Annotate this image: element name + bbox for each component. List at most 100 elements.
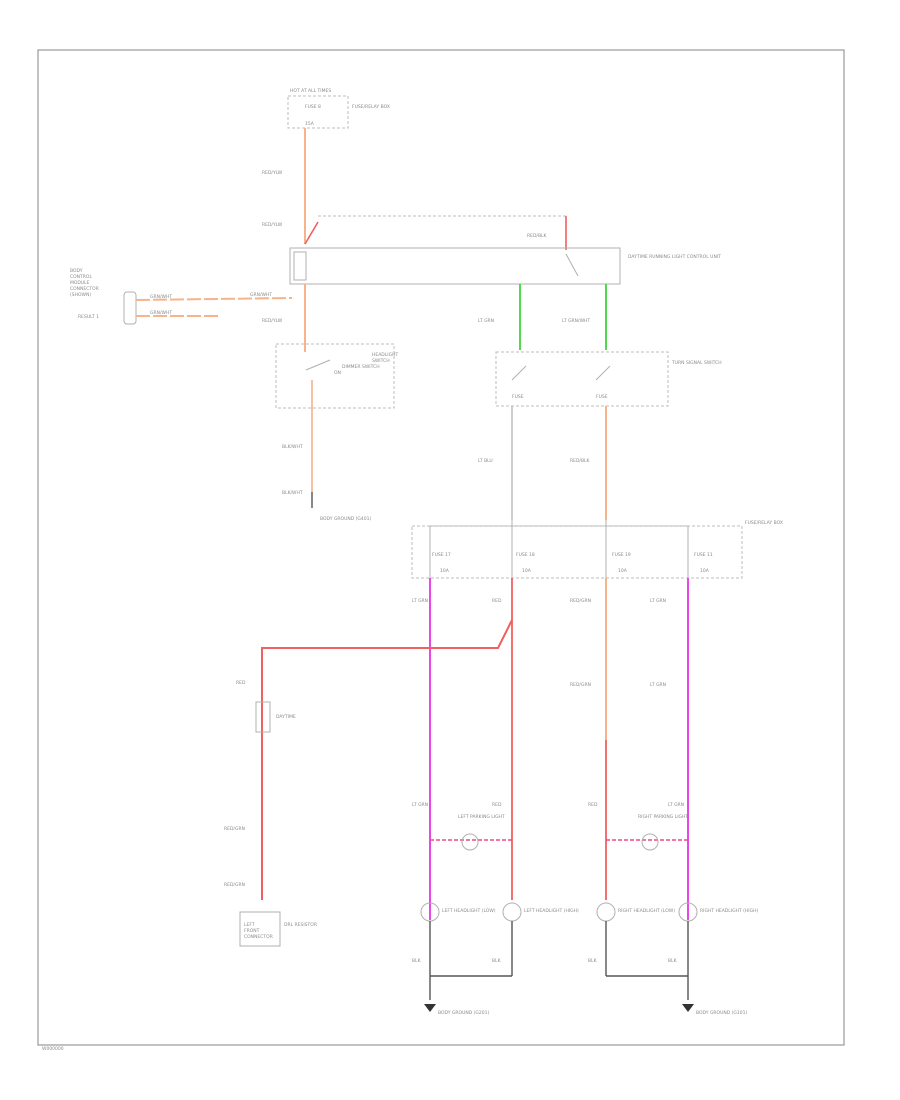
turn-switch-blade-right bbox=[595, 365, 611, 381]
headlight-switch-label-2: SWITCH bbox=[372, 358, 390, 364]
ground-symbol-left bbox=[424, 1004, 436, 1012]
wire-lower-3: RED bbox=[588, 802, 598, 808]
relay-contact bbox=[565, 253, 579, 277]
wire-left-orange-a bbox=[135, 297, 293, 301]
wire-after-fuse-4: LT GRN bbox=[650, 598, 666, 604]
fuse-19: FUSE 19 10A bbox=[612, 552, 631, 574]
wire-left-label-b: GRN/WHT bbox=[150, 310, 172, 316]
wire-mid-label-a: LT BLU bbox=[478, 458, 493, 464]
blk-label-3: BLK bbox=[588, 958, 598, 964]
turn-signal-switch bbox=[495, 351, 669, 407]
fuse-11: FUSE 11 10A bbox=[694, 552, 713, 574]
wire-mid-4: LT GRN bbox=[650, 682, 666, 688]
wire-left-label-a: GRN/WHT bbox=[150, 294, 172, 300]
left-parking-light-bulb bbox=[461, 833, 479, 851]
wire-top-label-d: RED/BLK bbox=[527, 233, 548, 239]
turn-switch-label: TURN SIGNAL SWITCH bbox=[671, 360, 722, 366]
headlight-switch-sub: DIMMER SWITCH bbox=[342, 364, 380, 370]
lamp-bottom-1: LEFT HEADLIGHT (LOW) bbox=[442, 908, 496, 914]
hot-at-all-times-label: HOT AT ALL TIMES bbox=[290, 88, 331, 94]
drl-resistor-joint bbox=[255, 701, 271, 733]
headlight-switch-pin: ON bbox=[334, 370, 341, 376]
fuse-17-amp: 10A bbox=[440, 568, 450, 574]
left-headlight-high-bulb bbox=[502, 902, 522, 922]
left-conn-label-5: (SHOWN) bbox=[70, 292, 91, 298]
left-conn-label-4: CONNECTOR bbox=[70, 286, 99, 292]
wire-left-label-c: GRN/WHT bbox=[250, 292, 272, 298]
left-bottom-label-1: LEFT bbox=[244, 922, 255, 928]
fuse-11-amp: 10A bbox=[700, 568, 710, 574]
fuse-19-name: FUSE 19 bbox=[612, 552, 631, 558]
left-conn-label-1: BODY bbox=[70, 268, 83, 274]
left-conn-pin-label: RESULT 1 bbox=[78, 314, 99, 320]
left-vertical-label-1: RED bbox=[236, 680, 246, 686]
fuse-17-name: FUSE 17 bbox=[432, 552, 451, 558]
headlight-switch-label-1: HEADLIGHT bbox=[372, 352, 398, 358]
drl-control-unit-pin bbox=[293, 251, 307, 281]
wire-after-fuse-1: LT GRN bbox=[412, 598, 428, 604]
right-headlight-low-bulb bbox=[596, 902, 616, 922]
drl-control-unit-label: DAYTIME RUNNING LIGHT CONTROL UNIT bbox=[628, 254, 721, 260]
lamp-bottom-3: RIGHT HEADLIGHT (LOW) bbox=[618, 908, 675, 914]
left-bottom-label-4: DRL RESISTOR bbox=[284, 922, 317, 928]
left-vertical-label-3: RED/GRN bbox=[224, 882, 245, 888]
ground-bottom-right-label: BODY GROUND (G101) bbox=[696, 1010, 747, 1016]
fuse-18-amp: 10A bbox=[522, 568, 532, 574]
left-conn-label-3: MODULE bbox=[70, 280, 90, 286]
left-vertical-label-2: RED/GRN bbox=[224, 826, 245, 832]
blk-label-2: BLK bbox=[492, 958, 502, 964]
turn-switch-blade-left bbox=[511, 365, 527, 381]
fuse-box-mid-label: FUSE/RELAY BOX bbox=[745, 520, 783, 526]
lamp-mid-left-label: LEFT PARKING LIGHT bbox=[458, 814, 505, 820]
left-front-connector bbox=[239, 911, 281, 947]
fuse-11-name: FUSE 11 bbox=[694, 552, 713, 558]
wire-top-red-slant bbox=[304, 221, 319, 245]
wire-mid-3: RED/GRN bbox=[570, 682, 591, 688]
ground-symbol-right bbox=[682, 1004, 694, 1012]
left-connector bbox=[123, 291, 137, 325]
left-bottom-label-3: CONNECTOR bbox=[244, 934, 273, 940]
fuse-17: FUSE 17 10A bbox=[432, 552, 451, 574]
wire-top-label-c: RED/YLW bbox=[262, 318, 283, 324]
wire-switch-down-label-a: BLK/WHT bbox=[282, 444, 303, 450]
wire-red-branch bbox=[261, 619, 513, 900]
fuse-19-amp: 10A bbox=[618, 568, 628, 574]
wire-green-label-a: LT GRN bbox=[478, 318, 494, 324]
fuse-18: FUSE 18 10A bbox=[516, 552, 535, 574]
lamp-bottom-4: RIGHT HEADLIGHT (HIGH) bbox=[700, 908, 758, 914]
wire-after-fuse-3: RED/GRN bbox=[570, 598, 591, 604]
headlight-switch bbox=[275, 343, 395, 409]
wire-lower-1: LT GRN bbox=[412, 802, 428, 808]
wire-after-fuse-2: RED bbox=[492, 598, 502, 604]
left-bottom-label-2: FRONT bbox=[244, 928, 260, 934]
top-fuse-box bbox=[287, 95, 349, 129]
left-joint-label: DAYTIME bbox=[276, 714, 296, 720]
right-parking-light-bulb bbox=[641, 833, 659, 851]
wire-lower-2: RED bbox=[492, 802, 502, 808]
fuse-18-name: FUSE 18 bbox=[516, 552, 535, 558]
fuse-box-mid bbox=[411, 525, 743, 579]
turn-switch-pin-a: FUSE bbox=[512, 394, 524, 400]
top-fuse-amp: 15A bbox=[305, 121, 315, 127]
wire-top-label-b: RED/YLW bbox=[262, 222, 283, 228]
top-fuse-box-label: FUSE/RELAY BOX bbox=[352, 104, 390, 110]
ground-bottom-left-label: BODY GROUND (G201) bbox=[438, 1010, 489, 1016]
corner-tag: W000000 bbox=[42, 1046, 64, 1052]
lamp-bottom-2: LEFT HEADLIGHT (HIGH) bbox=[524, 908, 579, 914]
wire-green-label-b: LT GRN/WHT bbox=[562, 318, 590, 324]
blk-label-1: BLK bbox=[412, 958, 422, 964]
left-conn-label-2: CONTROL bbox=[70, 274, 92, 280]
drl-control-unit bbox=[289, 247, 621, 285]
wire-top-label-a: RED/YLW bbox=[262, 170, 283, 176]
diagram-frame bbox=[37, 49, 845, 1046]
lamp-mid-right-label: RIGHT PARKING LIGHT bbox=[638, 814, 688, 820]
wire-switch-down-label-b: BLK/WHT bbox=[282, 490, 303, 496]
ground-mid-label: BODY GROUND (G401) bbox=[320, 516, 371, 522]
wire-mid-label-b: RED/BLK bbox=[570, 458, 591, 464]
headlight-switch-blade bbox=[305, 359, 331, 371]
blk-label-4: BLK bbox=[668, 958, 678, 964]
turn-switch-pin-b: FUSE bbox=[596, 394, 608, 400]
wire-lower-4: LT GRN bbox=[668, 802, 684, 808]
top-fuse-name: FUSE 8 bbox=[305, 104, 321, 110]
